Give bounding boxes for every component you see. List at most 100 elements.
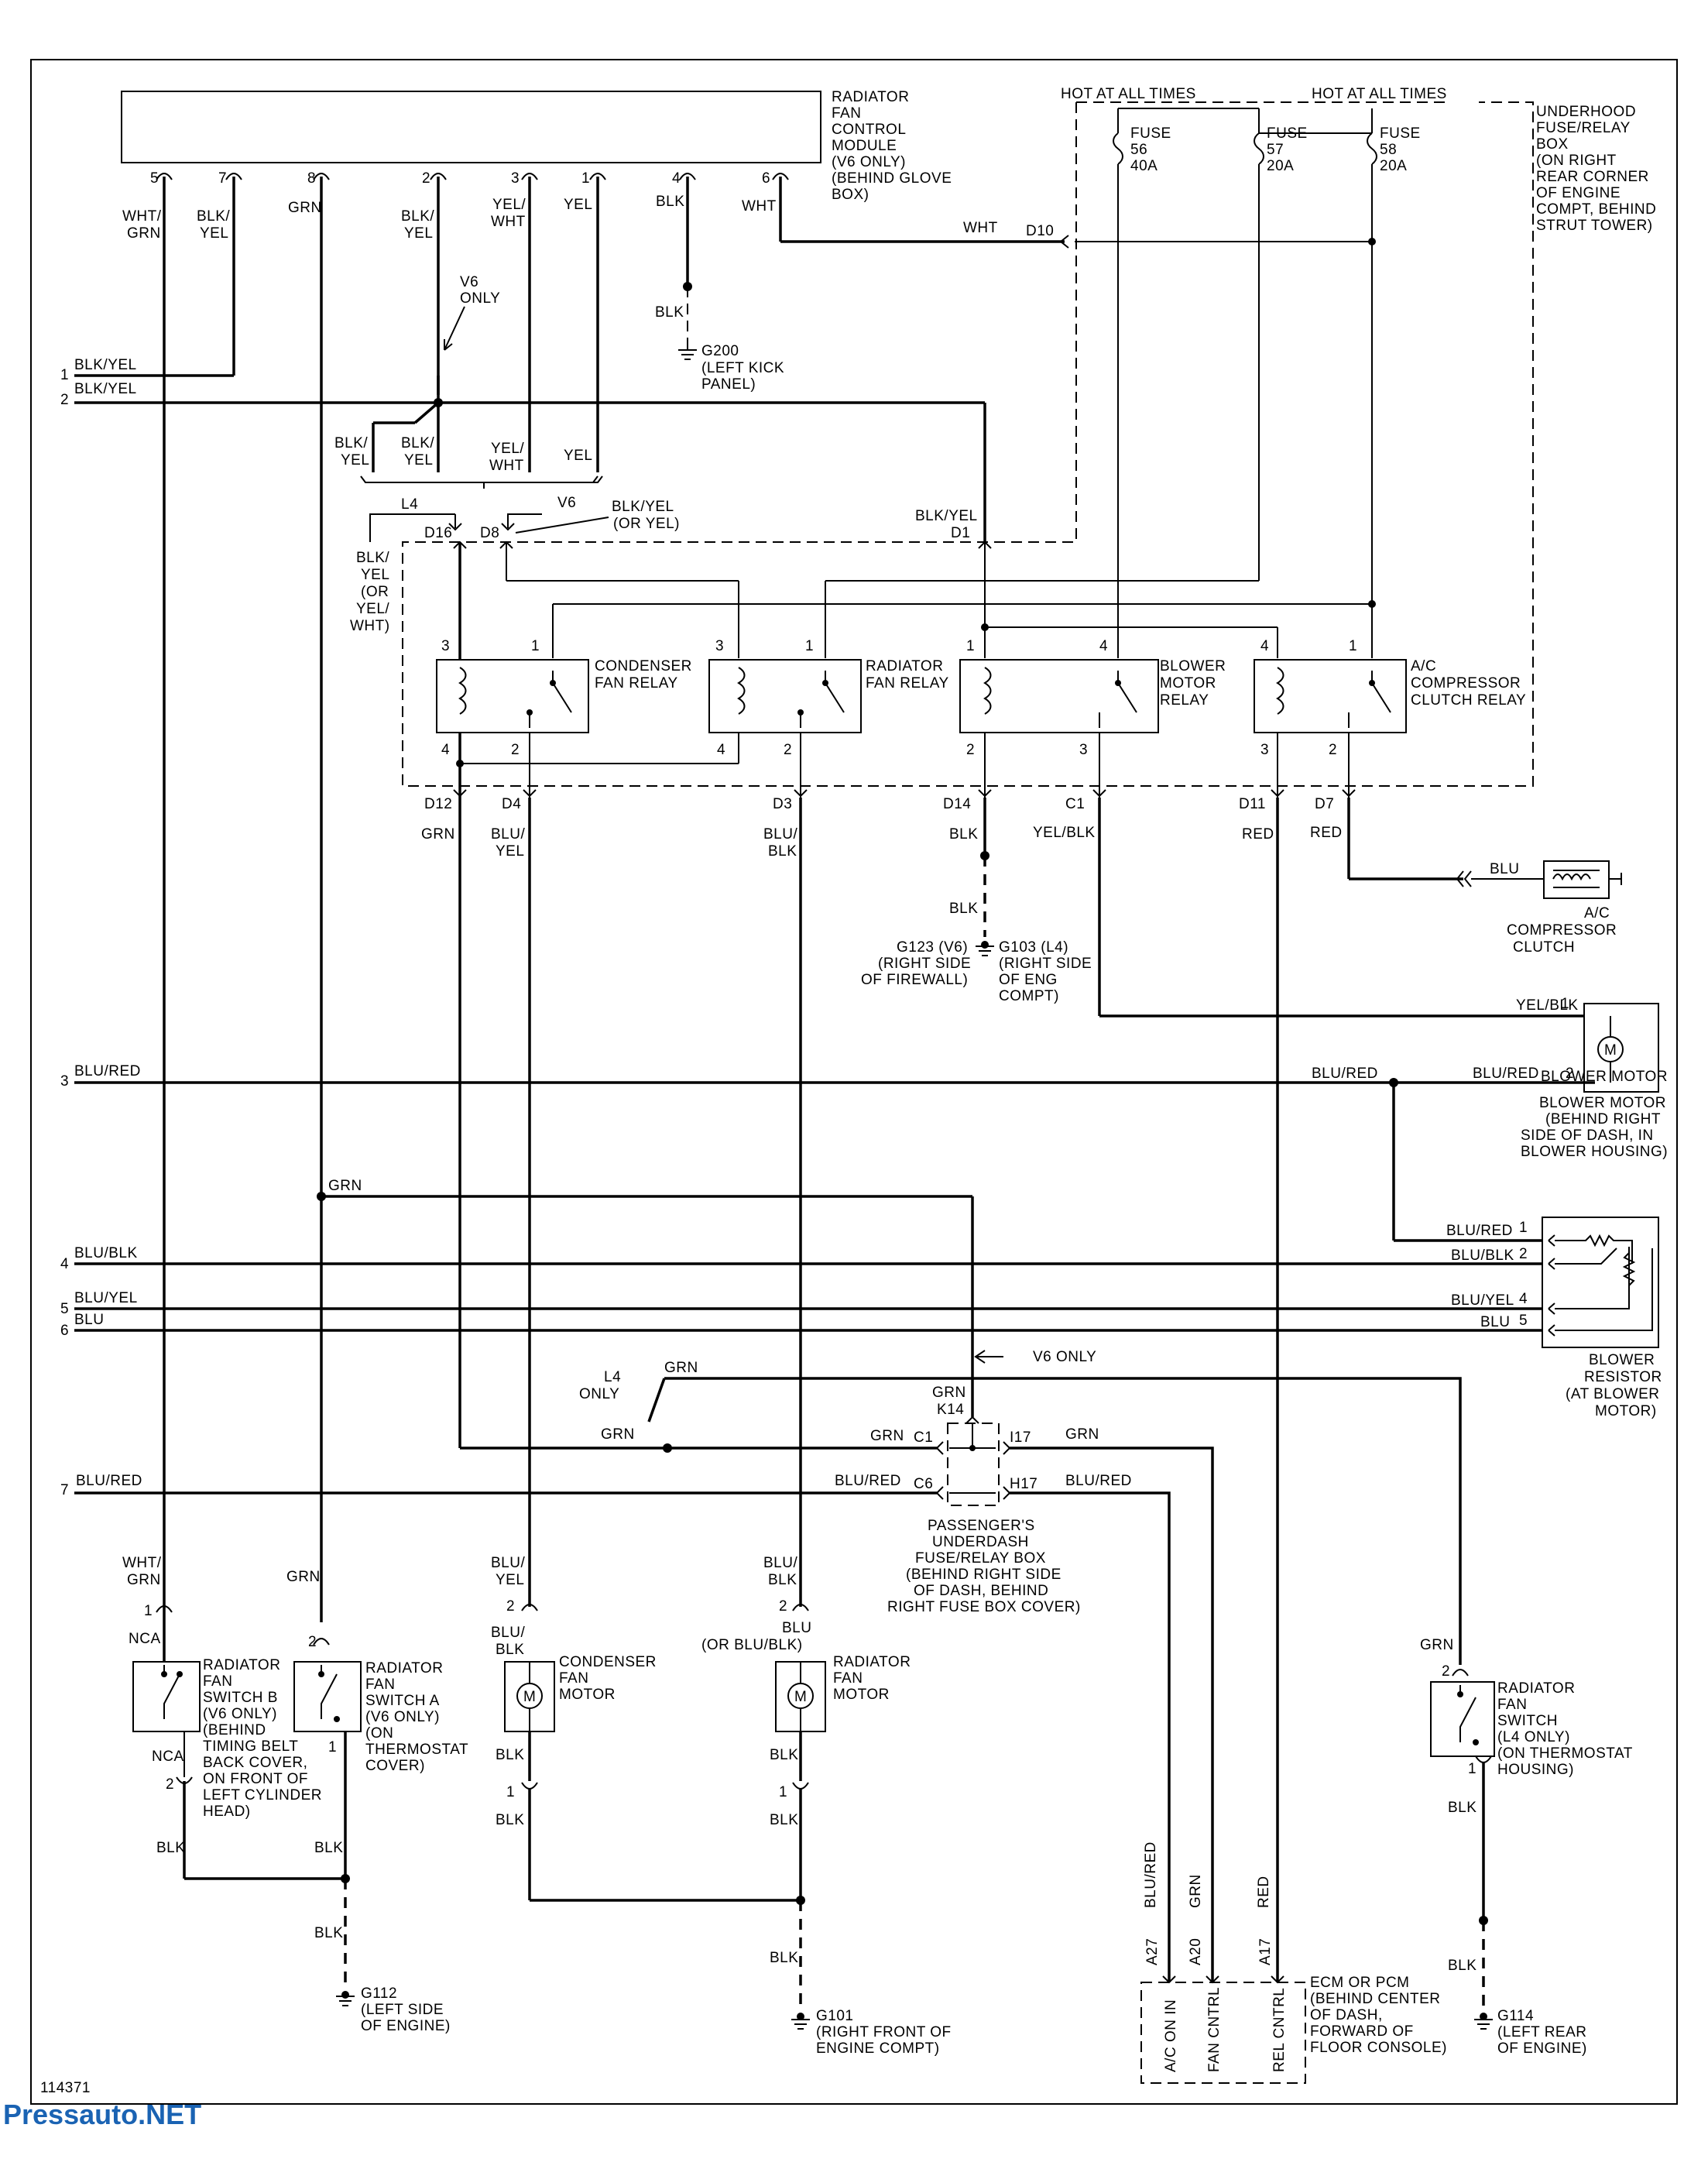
svg-text:GRN: GRN [127, 225, 161, 242]
svg-text:WHT/: WHT/ [122, 208, 162, 225]
radiator-fan-motor: BLU/ BLK 2 BLU (OR BLU/BLK) M RADIATOR F… [701, 1555, 911, 1905]
svg-text:A17: A17 [1257, 1938, 1274, 1965]
svg-text:WHT: WHT [491, 214, 526, 230]
grn-module-branch: GRN [317, 1178, 974, 1417]
svg-text:FAN: FAN [365, 1677, 395, 1693]
svg-text:SIDE OF DASH, IN: SIDE OF DASH, IN [1521, 1127, 1654, 1144]
svg-text:(ON RIGHT: (ON RIGHT [1536, 153, 1617, 169]
svg-text:BLK/YEL: BLK/YEL [74, 381, 137, 397]
watermark-logo[interactable]: Pressauto.NET [3, 2099, 202, 2130]
ac-compressor-clutch: BLU A/C COMPRESSOR CLUTCH [1456, 860, 1622, 956]
svg-text:FAN: FAN [203, 1673, 232, 1690]
svg-text:I17: I17 [1010, 1429, 1031, 1446]
svg-text:COMPRESSOR: COMPRESSOR [1507, 922, 1617, 939]
svg-text:1: 1 [805, 638, 814, 654]
svg-text:RED: RED [1256, 1876, 1272, 1908]
wht-d10: WHT D10 [963, 220, 1069, 249]
v6-only-arrow: V6 ONLY [974, 1349, 1096, 1365]
svg-text:RADIATOR: RADIATOR [832, 89, 909, 105]
svg-text:GRN: GRN [421, 826, 455, 843]
svg-text:OF ENGINE): OF ENGINE) [1497, 2040, 1587, 2057]
svg-text:(AT BLOWER: (AT BLOWER [1566, 1386, 1659, 1402]
svg-text:BLK: BLK [768, 1572, 797, 1588]
svg-text:BLK: BLK [314, 1840, 343, 1856]
svg-text:2: 2 [966, 742, 975, 758]
svg-text:RADIATOR: RADIATOR [866, 658, 943, 674]
svg-text:YEL/: YEL/ [356, 601, 389, 617]
diagram-border [30, 59, 1678, 2105]
svg-text:CLUTCH RELAY: CLUTCH RELAY [1411, 692, 1526, 709]
svg-text:FORWARD OF: FORWARD OF [1310, 2023, 1414, 2040]
svg-text:2: 2 [511, 742, 520, 758]
v6-branch: V6 ONLY [372, 274, 500, 472]
svg-text:FAN: FAN [832, 105, 861, 122]
passenger-box: GRN K14 GRN C1 I17 GRN BLU/RED C6 H17 BL… [835, 1385, 1214, 1982]
svg-text:M: M [794, 1689, 807, 1705]
svg-text:(RIGHT FRONT OF: (RIGHT FRONT OF [816, 2024, 952, 2040]
svg-text:4: 4 [672, 170, 681, 187]
g123-g103-ground: BLK G123 (V6) (RIGHT SIDE OF FIREWALL) G… [861, 798, 1092, 1004]
svg-text:(BEHIND: (BEHIND [203, 1722, 266, 1738]
svg-text:BLU/YEL: BLU/YEL [1451, 1292, 1514, 1309]
wires-4-5-6: 4 BLU/BLK 5 BLU/YEL 6 BLU [60, 1245, 1542, 1339]
svg-text:YEL: YEL [564, 448, 592, 464]
svg-text:PANEL): PANEL) [701, 376, 756, 393]
svg-text:1: 1 [779, 1784, 787, 1800]
svg-text:V6: V6 [460, 274, 478, 290]
svg-text:BLU/YEL: BLU/YEL [74, 1290, 138, 1306]
radiator-fan-switch-a: GRN 2 1 RADIATOR FAN SWITCH A (V6 ONLY) … [286, 1569, 468, 1879]
svg-text:OF FIREWALL): OF FIREWALL) [861, 972, 968, 988]
svg-text:1: 1 [328, 1739, 337, 1755]
svg-text:BLOWER MOTOR: BLOWER MOTOR [1541, 1069, 1668, 1085]
svg-text:BLK: BLK [656, 194, 684, 210]
svg-text:FAN RELAY: FAN RELAY [866, 675, 949, 692]
svg-text:A/C ON IN: A/C ON IN [1163, 1999, 1179, 2072]
svg-text:5: 5 [1519, 1313, 1528, 1329]
blower-resistor: BLU/RED 1 BLU/BLK 2 BLU/YEL 4 BLU 5 BLOW… [1446, 1217, 1662, 1419]
svg-text:ENGINE COMPT): ENGINE COMPT) [816, 2040, 940, 2057]
svg-text:GRN: GRN [286, 1569, 321, 1585]
svg-text:2: 2 [60, 392, 69, 408]
ac-relay: 4 1 3 2 A/C COMPRESSOR CLUTCH RELAY [1254, 638, 1526, 758]
svg-text:BLU/RED: BLU/RED [1143, 1841, 1159, 1908]
svg-text:BLU/RED: BLU/RED [835, 1473, 901, 1489]
svg-text:A/C: A/C [1411, 658, 1436, 674]
svg-text:FAN RELAY: FAN RELAY [595, 675, 678, 692]
svg-text:BLK/YEL: BLK/YEL [612, 499, 674, 515]
svg-text:1: 1 [581, 170, 590, 187]
svg-text:BLK: BLK [314, 1925, 343, 1941]
svg-text:TIMING BELT: TIMING BELT [203, 1738, 298, 1755]
g101-ground: BLK G101 (RIGHT FRONT OF ENGINE COMPT) [770, 1900, 952, 2057]
svg-text:GRN: GRN [1188, 1874, 1204, 1908]
svg-text:C6: C6 [914, 1476, 933, 1492]
svg-text:RED: RED [1310, 825, 1343, 841]
svg-text:GRN: GRN [1420, 1637, 1454, 1653]
svg-text:YEL: YEL [341, 452, 369, 468]
svg-text:3: 3 [1260, 742, 1269, 758]
svg-text:(BEHIND RIGHT: (BEHIND RIGHT [1545, 1111, 1661, 1127]
svg-text:HOUSING): HOUSING) [1497, 1762, 1574, 1778]
svg-text:BLK/: BLK/ [334, 435, 368, 451]
svg-text:58: 58 [1380, 142, 1397, 158]
svg-text:BLU/: BLU/ [491, 1555, 525, 1571]
svg-text:L4: L4 [401, 496, 418, 513]
svg-text:YEL/: YEL/ [492, 197, 526, 213]
svg-text:BLK: BLK [770, 1812, 798, 1828]
svg-text:STRUT TOWER): STRUT TOWER) [1536, 218, 1653, 234]
svg-text:3: 3 [715, 638, 724, 654]
svg-text:G101: G101 [816, 2008, 853, 2024]
svg-text:G123 (V6): G123 (V6) [897, 939, 968, 956]
svg-text:HOT AT ALL TIMES: HOT AT ALL TIMES [1312, 86, 1447, 102]
svg-text:(L4 ONLY): (L4 ONLY) [1497, 1729, 1570, 1745]
svg-text:(RIGHT SIDE: (RIGHT SIDE [878, 956, 971, 972]
svg-text:FUSE/RELAY: FUSE/RELAY [1536, 120, 1631, 136]
svg-text:(V6 ONLY): (V6 ONLY) [832, 154, 906, 170]
svg-text:2: 2 [1442, 1663, 1450, 1680]
svg-text:FAN: FAN [559, 1670, 588, 1687]
svg-text:6: 6 [60, 1323, 69, 1339]
svg-text:BLK/YEL: BLK/YEL [915, 508, 978, 524]
svg-text:A20: A20 [1188, 1938, 1204, 1965]
svg-text:BLK: BLK [1448, 1800, 1476, 1816]
svg-text:2: 2 [308, 1634, 317, 1650]
svg-text:(RIGHT SIDE: (RIGHT SIDE [999, 956, 1092, 972]
